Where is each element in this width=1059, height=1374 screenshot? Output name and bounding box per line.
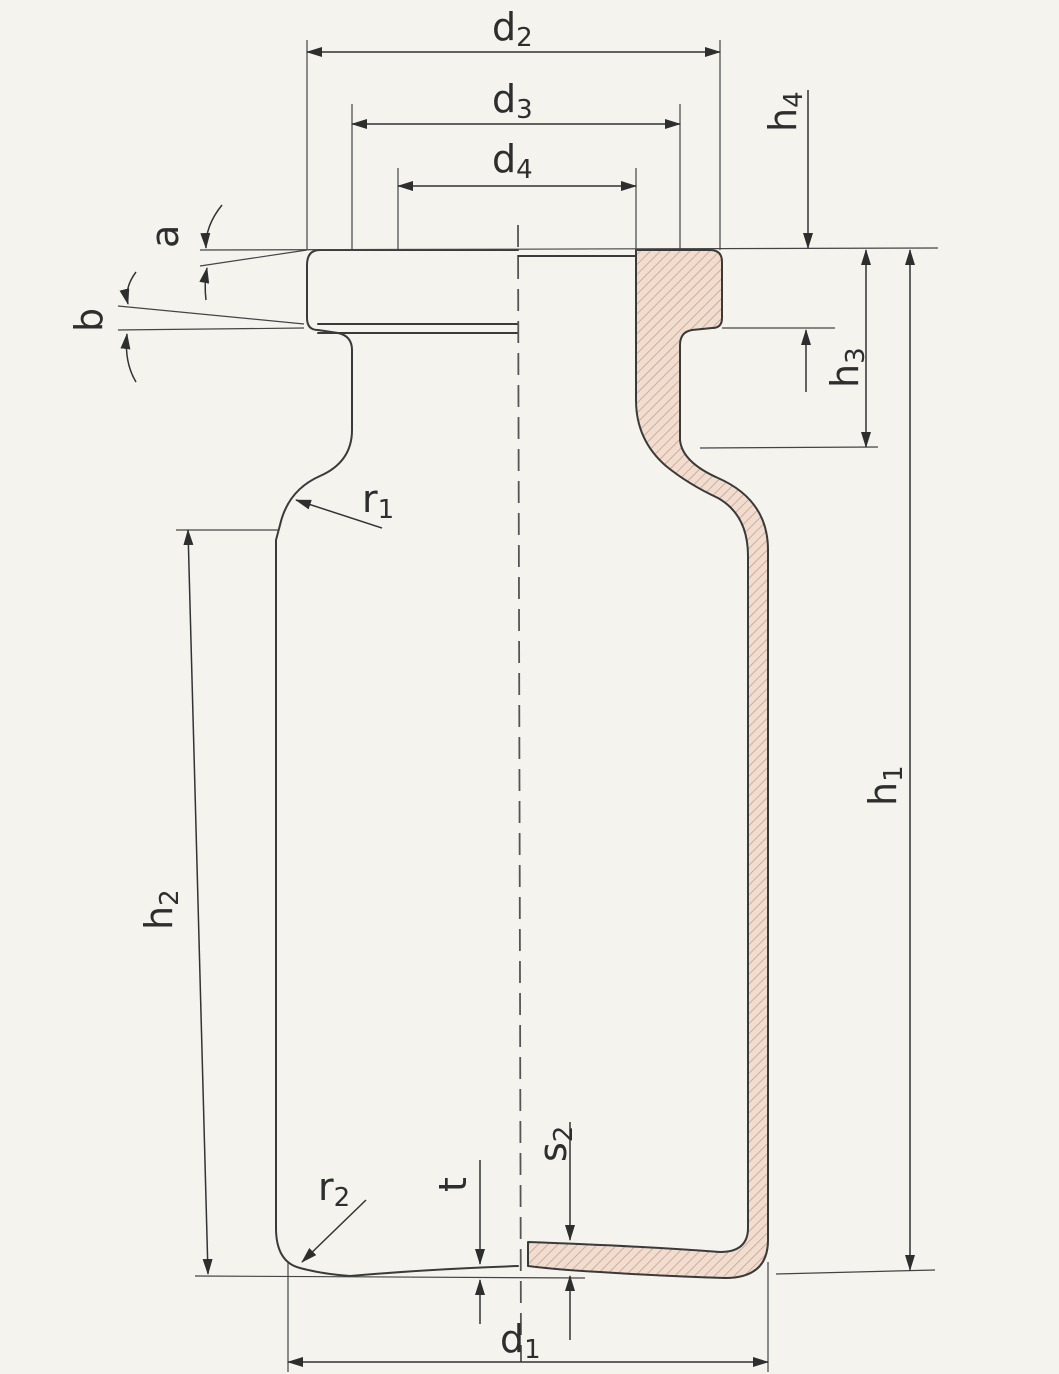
h2-dimension-line — [183, 529, 213, 1275]
label-d3: d3 — [492, 77, 533, 125]
label-h2: h2 — [137, 889, 185, 930]
vial-left-outline — [275, 249, 519, 1277]
center-axis — [517, 224, 522, 1363]
label-r2: r2 — [318, 1165, 350, 1213]
angle-b-arc-bottom — [120, 333, 137, 383]
label-t: t — [431, 1177, 475, 1192]
label-h3: h3 — [823, 347, 871, 388]
base-line — [194, 1275, 586, 1279]
neck-bottom-line — [699, 446, 879, 449]
flange-underside-lines — [317, 323, 519, 334]
label-h1: h1 — [861, 765, 909, 806]
label-s2: s2 — [531, 1126, 579, 1162]
label-a: a — [143, 225, 187, 248]
r2-leader — [301, 1199, 367, 1263]
base-line-right — [775, 1269, 936, 1275]
label-r1: r1 — [362, 477, 394, 525]
r1-leader — [295, 499, 383, 529]
angle-a-arc-bottom — [199, 267, 210, 301]
angle-a-arc-top — [200, 204, 223, 249]
vial-wall-section — [527, 249, 769, 1279]
top-reference-line — [199, 247, 939, 251]
label-b: b — [67, 308, 111, 332]
angle-b-arc-top — [119, 271, 137, 305]
label-d2: d2 — [492, 5, 533, 53]
angle-a-line — [199, 249, 308, 267]
angle-b-line-2 — [117, 327, 305, 331]
label-h4: h4 — [761, 91, 809, 132]
label-d1: d1 — [500, 1317, 541, 1365]
angle-b-line-1 — [117, 305, 305, 325]
label-d4: d4 — [492, 137, 533, 185]
